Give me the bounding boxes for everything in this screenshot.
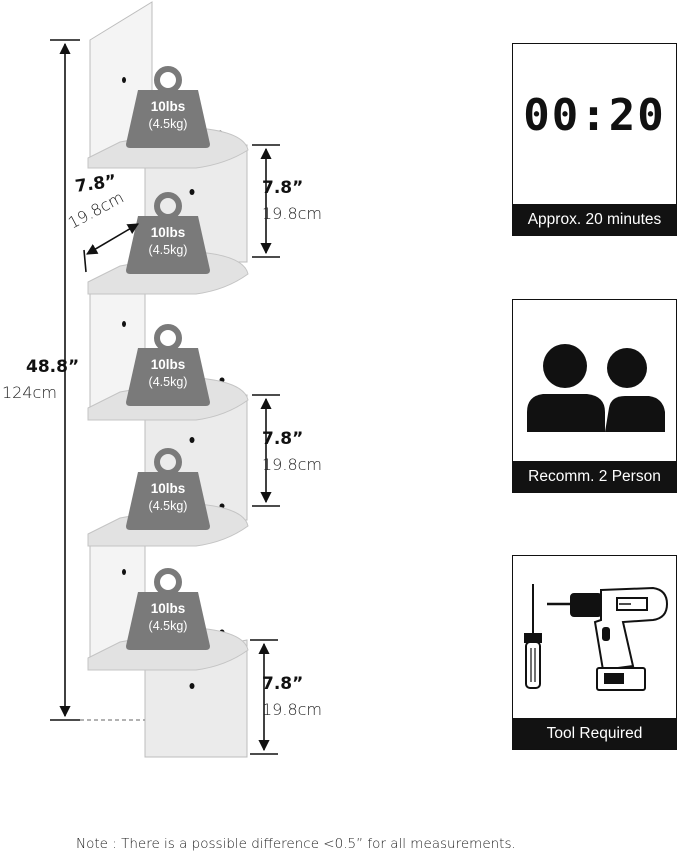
gap-1-cm: 19.8cm (262, 204, 322, 223)
weight-1-lbs: 10lbs (151, 99, 186, 114)
weight-icon-5: 10lbs (4.5kg) (126, 568, 210, 650)
weight-1-kg: (4.5kg) (149, 117, 188, 131)
gap-2-in: 7.8” (262, 429, 303, 449)
total-height-in: 48.8” (26, 357, 79, 377)
people-required-label: Recomm. 2 Person (513, 461, 676, 492)
weight-icon-2: 10lbs (4.5kg) (126, 192, 210, 274)
weight-5-kg: (4.5kg) (149, 619, 188, 633)
weight-2-lbs: 10lbs (151, 225, 186, 240)
assembly-time-card: 00:20 Approx. 20 minutes (512, 43, 677, 236)
total-height-dimension (50, 39, 145, 721)
screwdriver-icon (524, 584, 542, 689)
weight-3-kg: (4.5kg) (149, 375, 188, 389)
drill-icon (547, 586, 669, 691)
total-height-cm: 124cm (2, 383, 57, 402)
gap-3-cm: 19.8cm (262, 700, 322, 719)
gap-dimension-1 (252, 144, 280, 258)
gap-3-in: 7.8” (262, 674, 303, 694)
weight-4-lbs: 10lbs (151, 481, 186, 496)
weight-icon-1: 10lbs (4.5kg) (126, 66, 210, 148)
shelf-depth-dimension (83, 223, 139, 273)
shelf-depth-cm: 19.8cm (65, 188, 127, 233)
weight-icon-3: 10lbs (4.5kg) (126, 324, 210, 406)
people-required-card: Recomm. 2 Person (512, 299, 677, 493)
assembly-time-label: Approx. 20 minutes (513, 204, 676, 235)
gap-1-in: 7.8” (262, 178, 303, 198)
weight-3-lbs: 10lbs (151, 357, 186, 372)
weight-5-lbs: 10lbs (151, 601, 186, 616)
timer-display-icon: 00:20 (523, 90, 666, 141)
weight-2-kg: (4.5kg) (149, 243, 188, 257)
screwdriver-drill-icon (524, 584, 669, 691)
measurement-note: Note : There is a possible difference <0… (76, 836, 516, 852)
weight-icon-4: 10lbs (4.5kg) (126, 448, 210, 530)
weight-4-kg: (4.5kg) (149, 499, 188, 513)
weight-icons: 10lbs (4.5kg) 10lbs (4.5kg) 10lbs (4.5kg… (126, 66, 210, 650)
tools-required-label: Tool Required (513, 718, 676, 749)
two-people-icon (527, 344, 665, 432)
gap-dimension-3 (250, 639, 278, 755)
tools-required-card: Tool Required (512, 555, 677, 750)
gap-2-cm: 19.8cm (262, 455, 322, 474)
gap-dimension-2 (252, 394, 280, 507)
